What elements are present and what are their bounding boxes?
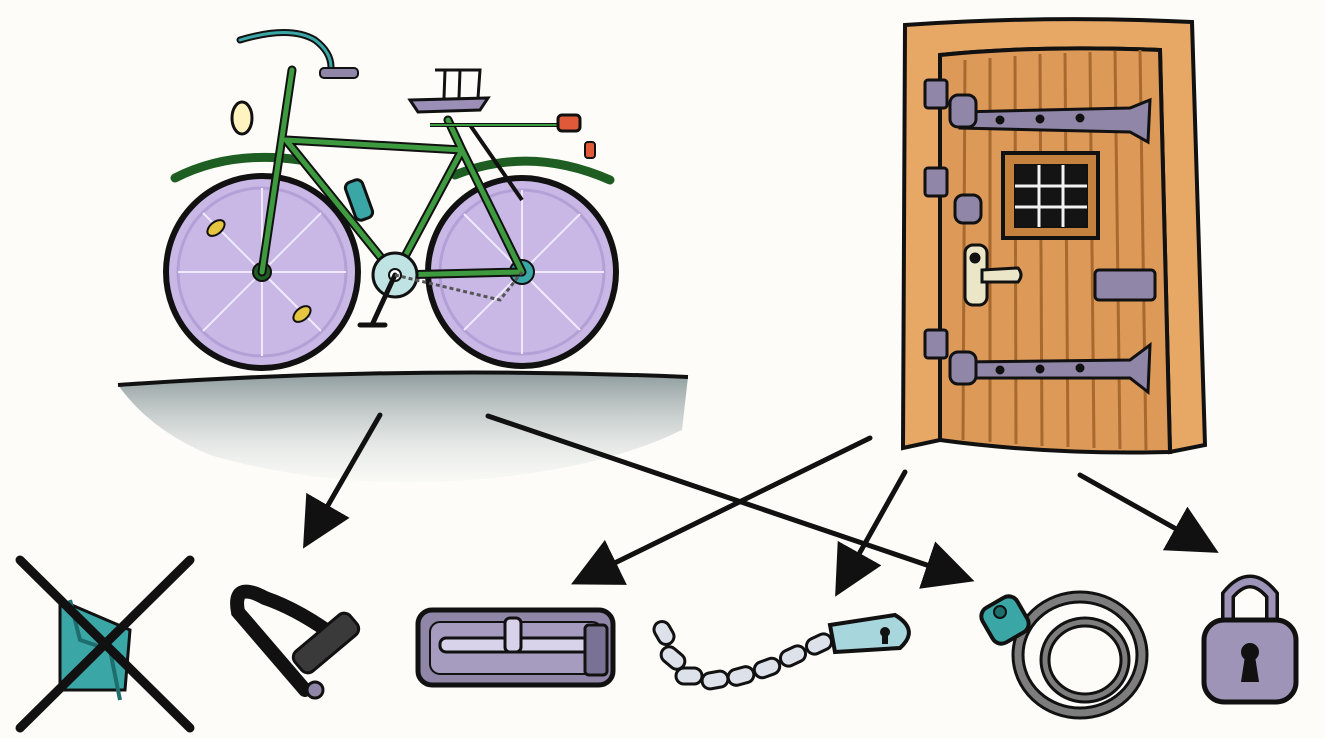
cross-mark bbox=[20, 560, 190, 728]
chain-lock-icon bbox=[651, 615, 909, 690]
padlock-icon bbox=[1204, 582, 1296, 703]
bicycle-saddle bbox=[410, 98, 488, 112]
bolt-latch-icon bbox=[418, 610, 613, 685]
arrow-door-to-bolt-latch bbox=[580, 438, 870, 580]
bicycle-ground-shadow bbox=[118, 373, 688, 483]
arrow-door-to-chain-lock bbox=[840, 472, 905, 588]
bicycle-handlebar bbox=[240, 33, 331, 76]
cable-lock-icon bbox=[978, 593, 1142, 713]
door-window bbox=[1003, 153, 1098, 238]
bicycle-icon bbox=[118, 33, 688, 483]
cable-tie-icon bbox=[20, 560, 190, 728]
door-icon bbox=[903, 19, 1205, 452]
arrow-door-to-padlock bbox=[1080, 475, 1210, 548]
u-lock-icon bbox=[237, 592, 362, 698]
